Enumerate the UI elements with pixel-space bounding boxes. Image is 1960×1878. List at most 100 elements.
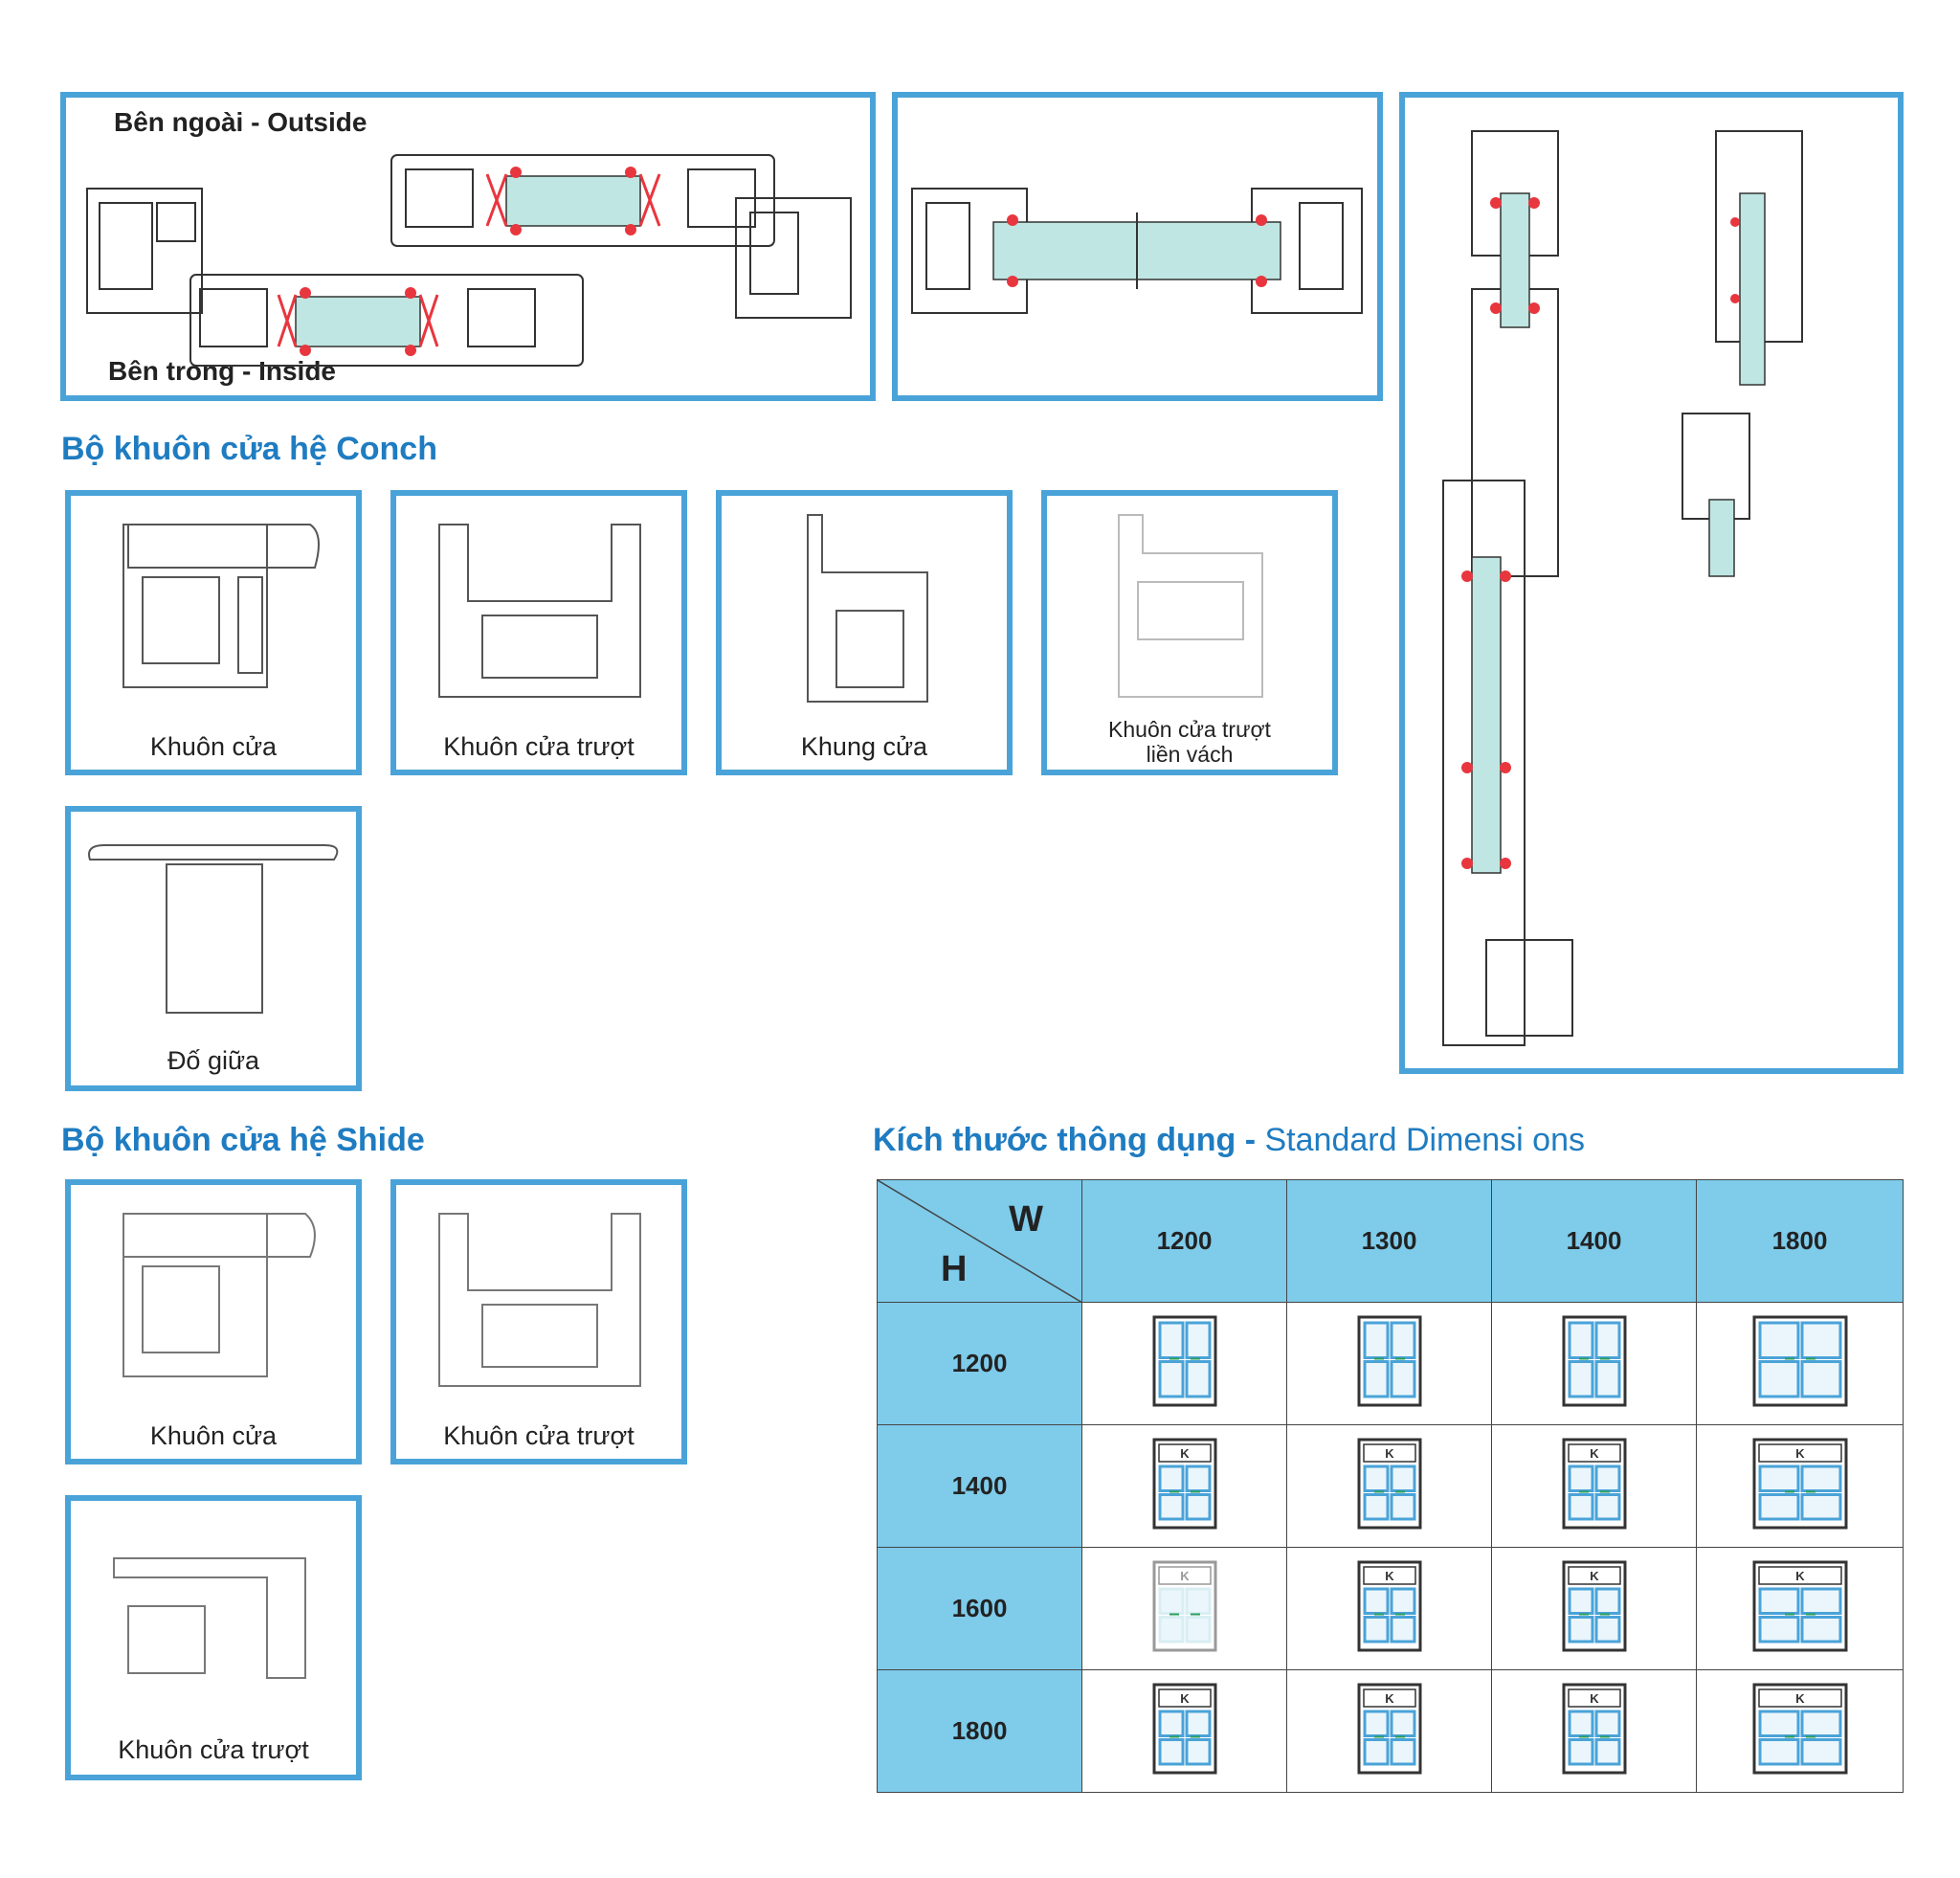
dimensions-heading-light: Standard Dimensi ons [1264,1122,1586,1158]
window-icon [1562,1315,1626,1407]
shide-heading: Bộ khuôn cửa hệ Shide [61,1122,425,1158]
window-cell: K [1286,1669,1492,1793]
profile-drawing [113,1557,306,1679]
height-header: 1400 [877,1424,1082,1548]
window-cell [1491,1302,1697,1425]
window-icon [1752,1315,1847,1407]
section-drawing-fixed [892,92,1383,401]
caption: Khung cửa [800,732,928,761]
width-header: 1300 [1286,1179,1492,1303]
section-drawing-sliding-pair: Bên ngoài - Outside Bên trong - Inside [60,92,876,401]
conch-item-do-giua: Đố giữa [65,806,362,1091]
profile-drawing [1118,514,1263,698]
transom-label: K [1795,1691,1805,1706]
window-cell: K [1081,1547,1287,1670]
window-cell: K [1491,1547,1697,1670]
profile-drawing [122,1213,316,1377]
caption: Khuôn cửa [149,1421,278,1450]
fixed-glazing-section-drawing [911,188,1363,314]
shide-item-khuon-cua-truot: Khuôn cửa trượt [390,1179,687,1464]
window-icon: K [1752,1438,1847,1530]
dimensions-table: W H 1200 1300 1400 1800 1200 1400 K K K … [877,1179,1904,1793]
transom-label: K [1385,1691,1394,1706]
table-row: 1200 [877,1302,1904,1425]
window-cell: K [1491,1424,1697,1548]
window-icon: K [1152,1560,1216,1652]
transom-label: K [1590,1446,1599,1461]
height-header: 1200 [877,1302,1082,1425]
transom-label: K [1180,1569,1190,1583]
section-drawing-vertical [1399,92,1904,1074]
conch-item-khuon-cua-truot: Khuôn cửa trượt [390,490,687,775]
width-header: 1400 [1491,1179,1697,1303]
caption: Khuôn cửa trượt [443,732,635,761]
profile-drawing [807,514,928,703]
table-header-row: W H 1200 1300 1400 1800 [877,1179,1904,1303]
conch-item-khuon-cua: Khuôn cửa [65,490,362,775]
width-header: 1200 [1081,1179,1287,1303]
window-icon: K [1152,1438,1216,1530]
conch-item-khung-cua: Khung cửa [716,490,1013,775]
dimensions-heading: Kích thước thông dụng - Standard Dimensi… [873,1122,1585,1159]
transom-label: K [1795,1569,1805,1583]
table-row: 1600 K K K K [877,1547,1904,1670]
window-cell: K [1286,1547,1492,1670]
window-icon [1357,1315,1421,1407]
window-icon: K [1752,1560,1847,1652]
inside-label: Bên trong - Inside [108,356,336,386]
window-icon: K [1357,1560,1421,1652]
caption: Đố giữa [167,1046,260,1075]
window-cell: K [1696,1669,1904,1793]
window-cell: K [1696,1424,1904,1548]
conch-item-khuon-cua-truot-lien-vach: Khuôn cửa trượt liền vách [1041,490,1338,775]
table-row: 1400 K K K K [877,1424,1904,1548]
window-icon: K [1357,1438,1421,1530]
window-icon: K [1357,1683,1421,1775]
window-cell [1286,1302,1492,1425]
window-cell: K [1491,1669,1697,1793]
window-cell: K [1081,1669,1287,1793]
transom-label: K [1795,1446,1805,1461]
window-cell: K [1696,1547,1904,1670]
transom-label: K [1385,1446,1394,1461]
transom-label: K [1590,1569,1599,1583]
transom-label: K [1385,1569,1394,1583]
profile-drawing [122,524,320,688]
dimensions-heading-bold: Kích thước thông dụng - [873,1122,1265,1158]
caption-line-1: Khuôn cửa trượt [1108,717,1271,742]
caption-line-2: liền vách [1146,742,1234,767]
transom-label: K [1180,1446,1190,1461]
window-icon: K [1562,1438,1626,1530]
corner-w-label: W [1009,1199,1043,1240]
caption: Khuôn cửa trượt [118,1735,309,1764]
window-cell: K [1286,1424,1492,1548]
width-header: 1800 [1696,1179,1904,1303]
shide-item-khuon-cua: Khuôn cửa [65,1179,362,1464]
corner-h-label: H [941,1249,968,1289]
shide-item-khuon-cua-truot-2: Khuôn cửa trượt [65,1495,362,1780]
vertical-section-drawing [1442,130,1803,1046]
corner-diagonal [878,1180,1082,1303]
profile-drawing [88,844,339,1014]
height-header: 1600 [877,1547,1082,1670]
window-cell [1696,1302,1904,1425]
profile-drawing [438,1213,641,1387]
height-header: 1800 [877,1669,1082,1793]
outside-label: Bên ngoài - Outside [114,107,368,137]
table-corner-cell: W H [877,1179,1082,1303]
window-icon: K [1152,1683,1216,1775]
table-row: 1800 K K K K [877,1669,1904,1793]
caption: Khuôn cửa [149,732,278,761]
caption: Khuôn cửa trượt [443,1421,635,1450]
window-icon: K [1562,1560,1626,1652]
window-icon: K [1752,1683,1847,1775]
transom-label: K [1180,1691,1190,1706]
window-cell: K [1081,1424,1287,1548]
window-cell [1081,1302,1287,1425]
sliding-pair-section-drawing [86,154,852,367]
profile-drawing [438,524,641,698]
transom-label: K [1590,1691,1599,1706]
conch-heading: Bộ khuôn cửa hệ Conch [61,431,437,467]
window-icon: K [1562,1683,1626,1775]
window-icon [1152,1315,1216,1407]
